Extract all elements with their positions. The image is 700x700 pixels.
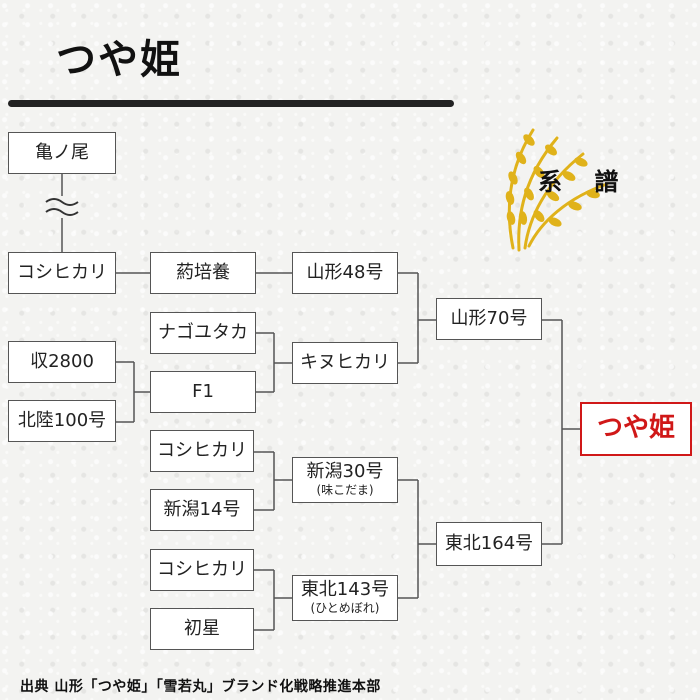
node-label: 新潟30号 <box>306 460 384 482</box>
node-yakubaiyo: 葯培養 <box>150 252 256 294</box>
node-kamenoo: 亀ノ尾 <box>8 132 116 174</box>
node-kinuhikari: キヌヒカリ <box>292 342 398 384</box>
node-koshihikari-3: コシヒカリ <box>150 549 254 591</box>
node-tohoku164: 東北164号 <box>436 522 542 566</box>
node-label: 東北164号 <box>444 532 534 554</box>
node-label: 東北143号 <box>300 578 390 600</box>
node-label: 亀ノ尾 <box>35 141 89 163</box>
node-label: F1 <box>192 380 214 402</box>
node-label: つや姫 <box>596 413 675 444</box>
node-label: コシヒカリ <box>17 261 107 283</box>
source-credit: 出典 山形「つや姫」「雪若丸」ブランド化戦略推進本部 <box>20 679 381 695</box>
node-label: 葯培養 <box>176 261 230 283</box>
node-sublabel: (ひとめぼれ) <box>310 601 380 616</box>
node-yamagata70: 山形70号 <box>436 298 542 340</box>
node-yamagata48: 山形48号 <box>292 252 398 294</box>
node-label: キヌヒカリ <box>300 351 390 373</box>
node-hatsuboshi: 初星 <box>150 608 254 650</box>
node-koshihikari-1: コシヒカリ <box>8 252 116 294</box>
node-tohoku143: 東北143号 (ひとめぼれ) <box>292 575 398 621</box>
node-label: コシヒカリ <box>157 439 247 461</box>
node-label: 新潟14号 <box>163 498 241 520</box>
node-koshihikari-2: コシヒカリ <box>150 430 254 472</box>
node-tsuyahime: つや姫 <box>580 402 692 456</box>
node-niigata30: 新潟30号 (味こだま) <box>292 457 398 503</box>
node-label: 初星 <box>184 617 220 639</box>
node-label: 収2800 <box>30 350 94 372</box>
node-label: 山形70号 <box>450 307 528 329</box>
keifu-label: 系 譜 <box>538 167 631 196</box>
node-label: 北陸100号 <box>17 409 107 431</box>
page-title: つや姫 <box>56 37 182 83</box>
title-underline <box>8 100 454 107</box>
node-niigata14: 新潟14号 <box>150 489 254 531</box>
node-sublabel: (味こだま) <box>316 483 374 498</box>
node-shu2800: 収2800 <box>8 341 116 383</box>
node-label: コシヒカリ <box>157 558 247 580</box>
approx-break-symbol <box>45 198 79 216</box>
node-nagoyutaka: ナゴユタカ <box>150 312 256 354</box>
rice-ear-icon <box>505 128 609 252</box>
node-f1: F1 <box>150 371 256 413</box>
node-label: ナゴユタカ <box>158 321 248 343</box>
node-label: 山形48号 <box>306 261 384 283</box>
node-hokuriku100: 北陸100号 <box>8 400 116 442</box>
